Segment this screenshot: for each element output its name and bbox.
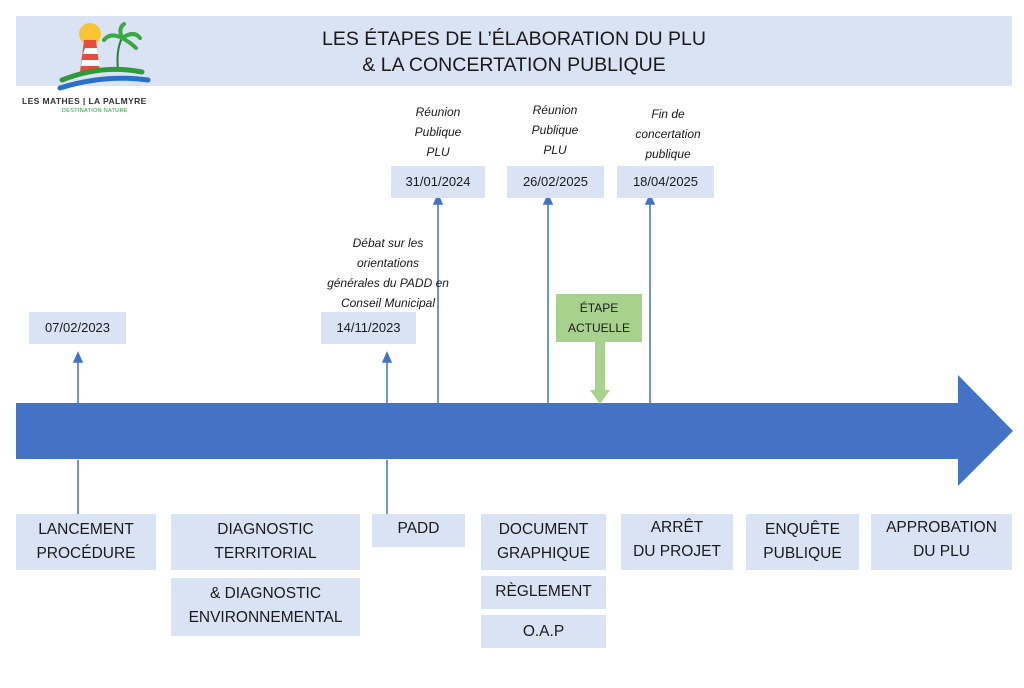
milestone-note-padd-debate: Débat sur les orientations générales du … <box>290 233 486 313</box>
current-step-line: ACTUELLE <box>567 321 631 335</box>
phase-line: PROCÉDURE <box>36 545 136 562</box>
note-line: concertation <box>635 127 701 141</box>
phase-line: TERRITORIAL <box>214 545 317 562</box>
phase-approbation: APPROBATION DU PLU <box>871 514 1012 570</box>
logo-graphic <box>57 22 151 91</box>
note-line: Réunion <box>415 105 461 119</box>
current-step-arrow-icon <box>590 342 610 404</box>
note-line: Fin de <box>651 107 685 121</box>
phase-line: RÈGLEMENT <box>495 583 592 600</box>
phase-line: ENQUÊTE <box>765 521 840 538</box>
phase-line: GRAPHIQUE <box>496 545 590 562</box>
phase-line: O.A.P <box>522 623 565 640</box>
phase-diagnostic: DIAGNOSTIC TERRITORIAL <box>171 514 360 570</box>
title-line-2: & LA CONCERTATION PUBLIQUE <box>362 54 666 76</box>
note-line: publique <box>645 147 691 161</box>
milestone-date-2024-01: 31/01/2024 <box>391 166 485 198</box>
note-line: orientations <box>356 256 420 270</box>
note-line: Réunion <box>532 103 578 117</box>
phase-line: DIAGNOSTIC <box>217 521 314 538</box>
phase-line: DU PROJET <box>633 543 721 560</box>
logo-name: LES MATHES | LA PALMYRE <box>22 96 147 106</box>
note-line: PLU <box>426 145 450 159</box>
note-line: générales du PADD en <box>327 276 449 290</box>
milestone-note-end-consultation: Fin de concertation publique <box>620 104 716 164</box>
timeline-arrow <box>16 375 1013 486</box>
current-step-label: ÉTAPE ACTUELLE <box>556 294 642 342</box>
title-banner: LES ÉTAPES DE L’ÉLABORATION DU PLU & LA … <box>16 16 1012 86</box>
milestone-note-meeting-1: Réunion Publique PLU <box>395 102 481 162</box>
milestone-date-2025-04: 18/04/2025 <box>617 166 714 198</box>
phase-oap: O.A.P <box>481 615 606 648</box>
logo: LES MATHES | LA PALMYRE DESTINATION NATU… <box>22 20 182 120</box>
phase-line: APPROBATION <box>886 519 997 536</box>
note-line: Publique <box>414 125 462 139</box>
phase-line: DU PLU <box>913 543 970 560</box>
phase-line: PADD <box>397 520 440 537</box>
phase-lancement: LANCEMENT PROCÉDURE <box>16 514 156 570</box>
milestone-date-2023-02: 07/02/2023 <box>29 312 126 344</box>
phase-line: & DIAGNOSTIC <box>209 585 322 602</box>
phase-line: DOCUMENT <box>498 521 589 538</box>
phase-line: PUBLIQUE <box>763 545 842 562</box>
connectors <box>72 193 656 515</box>
phase-enquete: ENQUÊTE PUBLIQUE <box>746 514 859 570</box>
note-line: Publique <box>531 123 579 137</box>
note-line: Conseil Municipal <box>340 296 436 310</box>
phase-line: ENVIRONNEMENTAL <box>188 609 343 626</box>
milestone-date-2023-11: 14/11/2023 <box>321 312 416 344</box>
title-line-1: LES ÉTAPES DE L’ÉLABORATION DU PLU <box>322 28 706 50</box>
current-step-line: ÉTAPE <box>579 301 619 315</box>
phase-padd: PADD <box>372 514 465 547</box>
note-line: PLU <box>543 143 567 157</box>
phase-line: LANCEMENT <box>38 521 134 538</box>
phase-arret: ARRÊT DU PROJET <box>621 514 733 570</box>
milestone-date-2025-02: 26/02/2025 <box>507 166 604 198</box>
phase-reglement: RÈGLEMENT <box>481 576 606 609</box>
phase-line: ARRÊT <box>650 519 704 536</box>
logo-tagline: DESTINATION NATURE <box>62 108 128 114</box>
phase-document-graphique: DOCUMENT GRAPHIQUE <box>481 514 606 570</box>
milestone-note-meeting-2: Réunion Publique PLU <box>512 100 598 160</box>
note-line: Débat sur les <box>352 236 424 250</box>
phase-diagnostic-env: & DIAGNOSTIC ENVIRONNEMENTAL <box>171 578 360 636</box>
